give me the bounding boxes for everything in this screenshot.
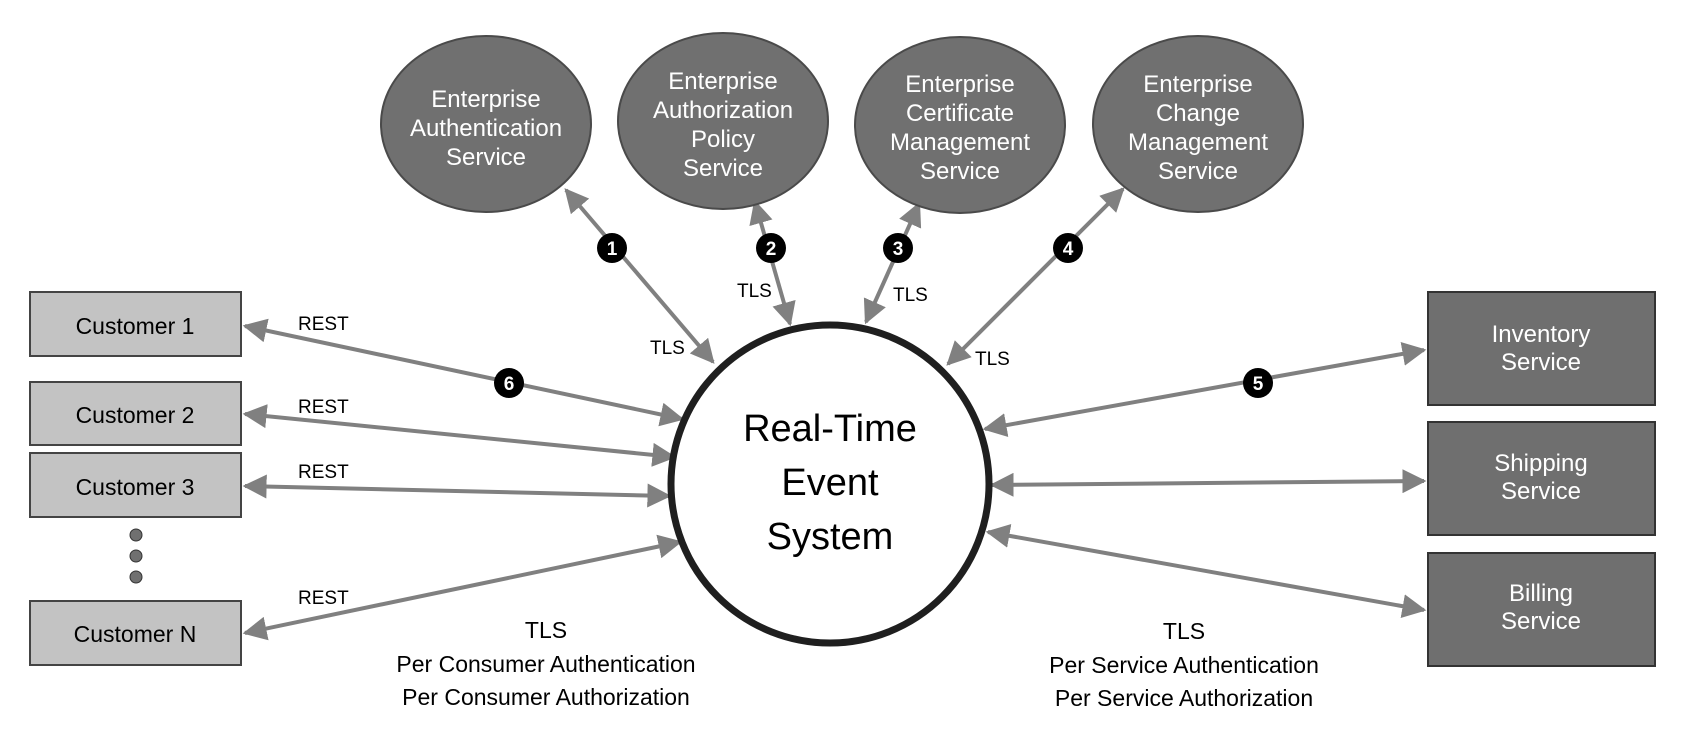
rest-label-2: REST [298, 397, 349, 418]
svg-text:3: 3 [893, 239, 904, 260]
cert-service-line-3: Management [890, 129, 1030, 156]
badge-1: 1 [597, 233, 627, 263]
badge-6: 6 [494, 368, 524, 398]
enterprise-authorization-policy-service: Enterprise Authorization Policy Service [617, 32, 829, 210]
cert-service-line-2: Certificate [906, 100, 1014, 127]
cert-service-line-1: Enterprise [905, 71, 1014, 98]
center-line-2: Event [781, 462, 879, 504]
svg-text:4: 4 [1063, 239, 1074, 260]
svg-text:TLS: TLS [1163, 618, 1205, 644]
real-time-event-system: Real-Time Event System [667, 321, 993, 647]
billing-service-box: Billing Service [1427, 552, 1656, 667]
change-service-line-1: Enterprise [1143, 71, 1252, 98]
badge-2: 2 [756, 233, 786, 263]
authz-service-line-2: Authorization [653, 97, 793, 124]
link-certificate-service [863, 201, 922, 325]
link-billing-service [985, 523, 1427, 619]
link-customer-3 [242, 474, 672, 508]
svg-text:Per Service Authentication: Per Service Authentication [1049, 652, 1319, 678]
auth-service-line-2: Authentication [410, 115, 562, 142]
customer-n-box: Customer N [29, 600, 242, 666]
svg-text:TLS: TLS [525, 617, 567, 643]
customer-1-label: Customer 1 [76, 313, 195, 339]
enterprise-certificate-management-service: Enterprise Certificate Management Servic… [854, 36, 1066, 214]
shipping-service-box: Shipping Service [1427, 421, 1656, 536]
shipping-service-line-1: Shipping [1494, 450, 1587, 477]
auth-service-line-1: Enterprise [431, 86, 540, 113]
authz-service-line-1: Enterprise [668, 68, 777, 95]
authz-service-line-4: Service [683, 155, 763, 182]
change-service-line-2: Change [1156, 100, 1240, 127]
service-security-note: TLS Per Service Authentication Per Servi… [1049, 618, 1319, 711]
consumer-security-note: TLS Per Consumer Authentication Per Cons… [396, 617, 695, 710]
rest-label-n: REST [298, 588, 349, 609]
enterprise-change-management-service: Enterprise Change Management Service [1092, 35, 1304, 213]
link-customer-2 [242, 404, 677, 467]
billing-service-line-2: Service [1501, 608, 1581, 635]
tls-label-4: TLS [975, 349, 1010, 370]
shipping-service-line-2: Service [1501, 478, 1581, 505]
link-change-service [946, 187, 1125, 366]
ellipsis-dots [129, 528, 143, 584]
customer-3-box: Customer 3 [29, 452, 242, 518]
rest-label-3: REST [298, 462, 349, 483]
svg-text:Per Consumer Authorization: Per Consumer Authorization [402, 684, 690, 710]
cert-service-line-4: Service [920, 158, 1000, 185]
link-shipping-service [989, 469, 1427, 497]
center-line-3: System [767, 516, 894, 558]
tls-label-2: TLS [737, 281, 772, 302]
link-authz-policy-service [749, 199, 796, 327]
inventory-service-box: Inventory Service [1427, 291, 1656, 406]
customer-2-label: Customer 2 [76, 402, 195, 428]
change-service-line-3: Management [1128, 129, 1268, 156]
rest-label-1: REST [298, 314, 349, 335]
link-customer-n [242, 534, 683, 641]
auth-service-line-3: Service [446, 144, 526, 171]
svg-text:6: 6 [504, 374, 515, 395]
customer-2-box: Customer 2 [29, 381, 242, 446]
link-auth-service [564, 188, 715, 364]
svg-text:5: 5 [1253, 374, 1264, 395]
billing-service-line-1: Billing [1509, 580, 1573, 607]
link-inventory-service [982, 342, 1427, 437]
badge-3: 3 [883, 233, 913, 263]
enterprise-authentication-service: Enterprise Authentication Service [380, 35, 592, 213]
tls-label-3: TLS [893, 285, 928, 306]
badge-4: 4 [1053, 233, 1083, 263]
tls-label-1: TLS [650, 338, 685, 359]
authz-service-line-3: Policy [691, 126, 755, 153]
svg-text:2: 2 [766, 239, 777, 260]
link-customer-1 [242, 318, 685, 427]
inventory-service-line-1: Inventory [1492, 321, 1591, 348]
customer-n-label: Customer N [74, 621, 197, 647]
customer-1-box: Customer 1 [29, 291, 242, 357]
svg-text:Per Service Authorization: Per Service Authorization [1055, 685, 1313, 711]
center-line-1: Real-Time [743, 408, 917, 450]
svg-text:1: 1 [607, 239, 618, 260]
customer-3-label: Customer 3 [76, 474, 195, 500]
svg-text:Per Consumer Authentication: Per Consumer Authentication [396, 651, 695, 677]
inventory-service-line-2: Service [1501, 349, 1581, 376]
badge-5: 5 [1243, 368, 1273, 398]
change-service-line-4: Service [1158, 158, 1238, 185]
